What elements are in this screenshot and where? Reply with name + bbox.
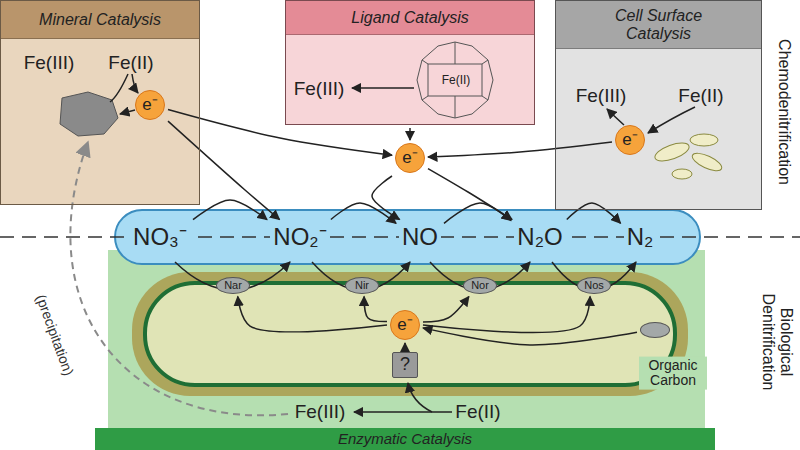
electron-to-fe3 <box>607 109 624 125</box>
node-label: e⁻ <box>402 149 417 168</box>
node-label: NO <box>402 224 438 250</box>
panel-text: Fe(II) <box>108 53 153 74</box>
enzymatic-catalysis-bar: Enzymatic Catalysis <box>95 428 715 450</box>
reaction-arrow <box>238 297 387 332</box>
panel-text: Fe(III) <box>24 53 75 74</box>
panel-text: Fe(II) <box>442 74 471 87</box>
iron-species: Fe(III) <box>295 401 346 423</box>
electron-to-mineral <box>120 110 135 114</box>
nitrogen-species: N₂ <box>624 223 657 252</box>
panel-text: Fe(II) <box>678 86 723 107</box>
nitrogen-species: N₂O <box>514 223 566 252</box>
process-label: (precipitation) <box>33 292 77 377</box>
electron-circle: e⁻ <box>395 143 425 173</box>
node-label: N₂ <box>627 224 654 250</box>
nitrogen-species: NO₃⁻ <box>130 223 190 252</box>
reaction-arrow <box>444 203 511 223</box>
biology-ground <box>108 250 705 428</box>
panel-text: Ligand Catalysis <box>286 1 534 35</box>
cell-surface-panel-fill <box>555 0 762 210</box>
precipitation-path <box>70 142 288 415</box>
fe2-to-electron <box>648 107 695 133</box>
panel-text: Mineral Catalysis <box>1 1 199 39</box>
node-label: e⁻ <box>397 316 412 335</box>
unknown-box: ? <box>392 352 418 378</box>
node-label: NO₂⁻ <box>273 224 326 250</box>
enzyme-oval: Nor <box>463 277 497 294</box>
ligand-ring <box>417 42 493 118</box>
reaction-arrow <box>372 176 400 220</box>
enzyme-oval: Nar <box>216 277 250 294</box>
node-label: NO₃⁻ <box>133 224 187 250</box>
panel-text: Fe(III) <box>294 79 345 100</box>
cell-interior <box>145 283 675 385</box>
node-label: Nir <box>355 279 369 291</box>
reaction-arrow <box>428 142 612 157</box>
electron-circle: e⁻ <box>135 90 165 120</box>
node-label: e⁻ <box>622 131 637 150</box>
node-label: Nos <box>584 279 604 291</box>
nitrogen-species: NO <box>399 223 441 252</box>
reaction-arrow <box>423 328 637 345</box>
node-label: N₂O <box>517 224 562 250</box>
node-label: Nar <box>224 279 242 291</box>
nitrogen-species: NO₂⁻ <box>270 223 330 252</box>
fe2-to-fe3-arrow <box>354 411 452 413</box>
organic-carbon-oval: Organic Carbon <box>640 322 670 338</box>
panel-text: Cell Surface Catalysis <box>556 1 761 49</box>
bacterium <box>653 139 692 164</box>
iron-species: Fe(II) <box>455 401 500 423</box>
ligand-inner-ring <box>422 42 488 118</box>
side-label: Biological Denitrification <box>759 283 796 401</box>
node-label: Nor <box>471 279 489 291</box>
enzyme-oval: Nir <box>345 277 379 294</box>
electron-circle: e⁻ <box>390 310 420 340</box>
reaction-arrow <box>364 297 387 322</box>
mineral-catalysis-panel: Mineral CatalysisFe(III) Fe(II) e⁻ <box>0 0 200 205</box>
bacterium <box>672 169 692 179</box>
panel-text: Organic Carbon <box>639 357 707 390</box>
enzyme-oval: Nos <box>577 277 611 294</box>
node-label: Enzymatic Catalysis <box>338 431 472 448</box>
node-label: ? <box>400 355 410 375</box>
electron-circle: e⁻ <box>615 125 645 155</box>
cell-surface-catalysis-panel: Cell Surface CatalysisFe(III) Fe(II) e⁻ <box>555 0 762 210</box>
panel-text: Fe(III) <box>576 86 627 107</box>
ligand-to-fe3 <box>352 87 414 89</box>
reaction-arrow <box>423 297 469 323</box>
ligand-panel-fill <box>285 0 535 125</box>
fe-to-unknown <box>408 383 432 412</box>
bacterium <box>690 134 718 146</box>
node-label: e⁻ <box>142 96 157 115</box>
mineral-grain <box>60 92 118 136</box>
cell-wall <box>132 272 688 396</box>
fe-to-mineral <box>110 74 128 102</box>
bacterium <box>690 150 724 174</box>
side-label: Chemodenitrification <box>775 39 793 185</box>
ligand-catalysis-panel: Ligand CatalysisFe(III) Fe(II) <box>285 0 535 125</box>
reaction-arrow <box>404 343 406 349</box>
fe-to-electron <box>132 74 138 93</box>
mineral-panel-fill <box>0 0 200 205</box>
reaction-arrow <box>409 128 411 140</box>
reaction-arrow <box>331 203 396 223</box>
reaction-arrow <box>567 203 621 223</box>
reaction-arrow <box>193 200 267 220</box>
reaction-arrow <box>168 110 392 156</box>
reaction-arrow <box>423 297 590 333</box>
